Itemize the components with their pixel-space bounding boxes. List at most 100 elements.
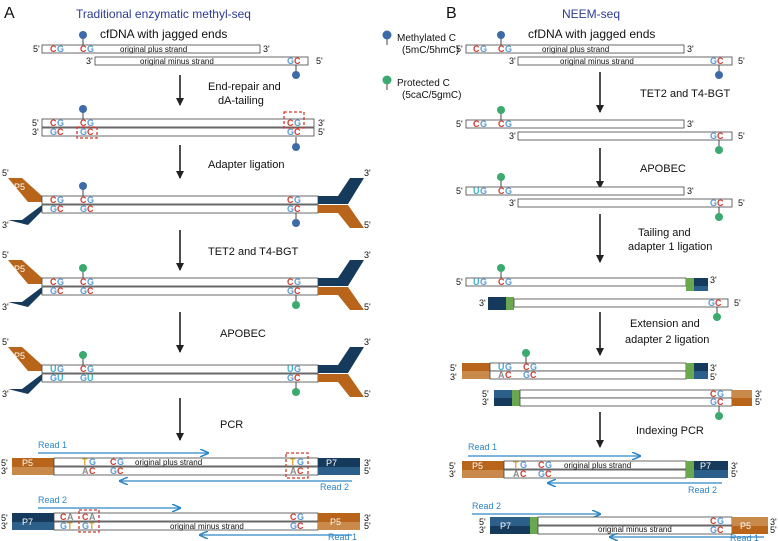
p7-adapter [694, 461, 728, 470]
highlight-box [285, 452, 309, 479]
strand-end-label: 5' [364, 302, 371, 312]
p5-adapter [732, 526, 768, 534]
base-c: C [50, 118, 57, 128]
strand-end-label: 5' [364, 220, 371, 230]
protected-c-dot [522, 349, 530, 357]
base-c: C [57, 286, 64, 296]
base-g: G [505, 44, 512, 54]
base-g: G [117, 457, 124, 467]
base-g: G [57, 195, 64, 205]
base-c: C [473, 119, 480, 129]
step-label: End-repair and [208, 81, 281, 93]
legend-methylated-sub: (5mC/5hmC) [402, 45, 459, 56]
step-label: Extension and [630, 318, 700, 330]
base-c: C [505, 370, 512, 380]
protected-c-dot [292, 301, 300, 309]
strand-end-label: 3' [479, 298, 486, 308]
adapter-2 [462, 371, 490, 379]
base-g: G [708, 298, 715, 308]
strand-end-label: 5' [755, 397, 762, 407]
base-g: G [710, 131, 717, 141]
p7-adapter [318, 278, 338, 286]
step-label: adapter 1 ligation [628, 241, 712, 253]
p5-adapter [338, 374, 364, 397]
base-g: G [505, 119, 512, 129]
adapter-1-spacer [686, 286, 694, 291]
strand-end-label: 3' [364, 250, 371, 260]
base-c: C [523, 362, 530, 372]
base-a: A [290, 466, 297, 476]
base-c: C [294, 373, 301, 383]
p5-label: P5 [330, 517, 341, 527]
strand-end-label: 5' [1, 458, 8, 468]
strand-end-label: 5' [449, 461, 456, 471]
plus-strand-label: original plus strand [135, 458, 202, 467]
base-c: C [294, 56, 301, 66]
panel-letter-b: B [446, 5, 457, 22]
base-g: G [110, 466, 117, 476]
base-c: C [473, 44, 480, 54]
base-g: G [287, 286, 294, 296]
p7-label: P7 [14, 378, 25, 388]
legend-methylated-label: Methylated C [397, 33, 456, 44]
methylated-c-dot [79, 182, 87, 190]
base-g: G [60, 521, 67, 531]
p7-adapter [8, 374, 42, 394]
strand-end-label: 3' [1, 521, 8, 531]
p5-adapter [8, 347, 42, 371]
p5-label: P5 [740, 521, 751, 531]
base-g: G [710, 198, 717, 208]
p5-adapter [12, 458, 54, 467]
base-g: G [89, 457, 96, 467]
base-c: C [117, 466, 124, 476]
strand-end-label: 3' [364, 458, 371, 468]
base-g: G [57, 277, 64, 287]
p5-adapter [462, 461, 504, 470]
p7-label: P7 [22, 517, 33, 527]
adapter-2 [732, 398, 752, 406]
base-g: G [505, 277, 512, 287]
base-g: G [480, 119, 487, 129]
read-2-label: Read 2 [38, 495, 67, 505]
base-c: C [287, 118, 294, 128]
base-g: G [545, 460, 552, 470]
adapter-1-spacer [512, 390, 520, 406]
adapter-1-spacer [686, 461, 694, 478]
base-g: G [87, 118, 94, 128]
strand-end-label: 3' [710, 363, 717, 373]
strand-end-label: 5' [738, 131, 745, 141]
strand-end-label: 5' [456, 119, 463, 129]
base-c: C [290, 512, 297, 522]
adapter-1 [694, 363, 708, 371]
read-2-label: Read 2 [688, 485, 717, 495]
strand-end-label: 3' [479, 525, 486, 535]
base-g: G [57, 44, 64, 54]
strand-end-label: 3' [263, 44, 270, 54]
base-c: C [80, 195, 87, 205]
strand-end-label: 3' [364, 513, 371, 523]
strand-end-label: 5' [32, 118, 39, 128]
minus-strand [517, 56, 733, 66]
dna-strand [489, 362, 687, 372]
dna-strand [41, 118, 315, 128]
p5-adapter [8, 260, 42, 284]
read-2-label: Read 2 [472, 501, 501, 511]
base-c: C [80, 277, 87, 287]
base-g: G [57, 118, 64, 128]
strand-end-label: 3' [770, 517, 777, 527]
strand-end-label: 5' [738, 56, 745, 66]
strand-end-label: 5' [364, 389, 371, 399]
read-1-label: Read 1 [38, 440, 67, 450]
plus-strand-label: original plus strand [564, 461, 631, 470]
step-label: Tailing and [638, 227, 691, 239]
adapter-1 [488, 297, 506, 310]
base-t: T [67, 521, 73, 531]
strand-end-label: 3' [687, 44, 694, 54]
minus-strand-label: original minus strand [170, 522, 244, 531]
strand-end-label: 5' [450, 363, 457, 373]
base-g: G [50, 373, 57, 383]
p5-label: P5 [14, 264, 25, 274]
strand-end-label: 5' [456, 44, 463, 54]
minus-strand [517, 198, 733, 208]
p7-adapter [490, 526, 530, 534]
